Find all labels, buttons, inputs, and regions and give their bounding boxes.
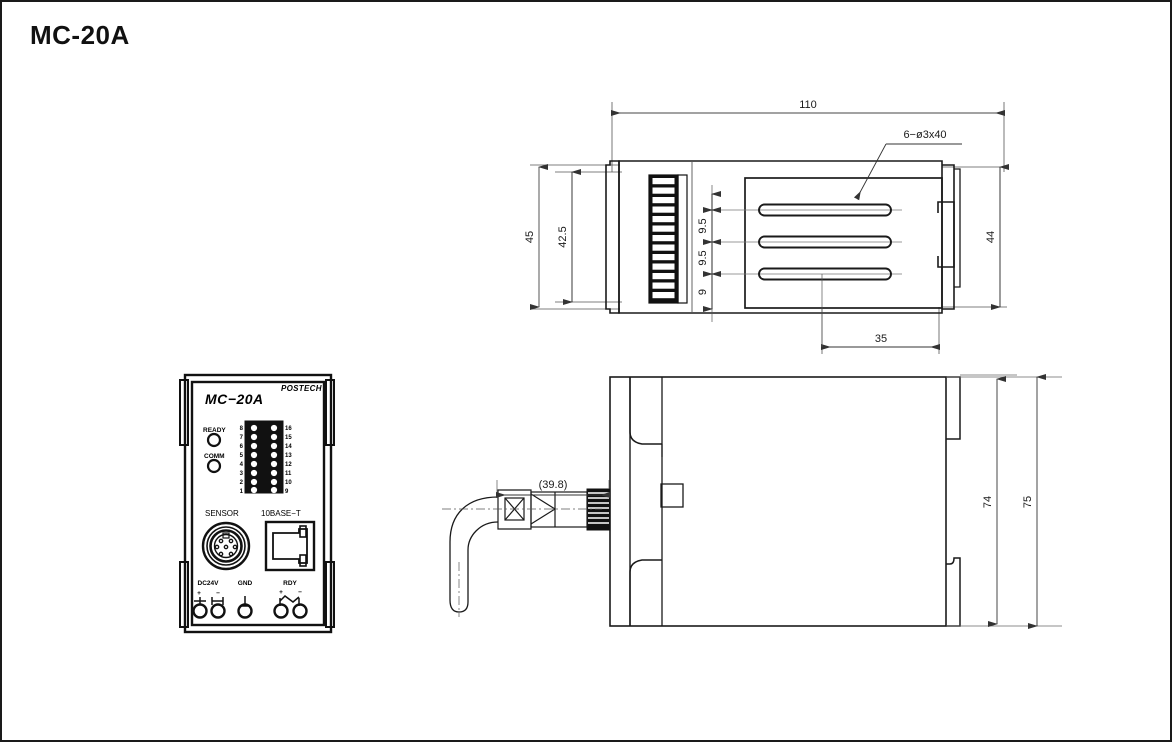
dim-label-pitch-1: 9.5 — [697, 218, 709, 233]
dim-label-110: 110 — [799, 99, 817, 111]
connector-knurled-nut — [586, 488, 611, 531]
slot-callout: 6−ø3x40 — [853, 129, 962, 201]
side-view-profile-top-curve — [629, 377, 662, 445]
dim-overall-height: 75 — [1022, 374, 1046, 629]
terminal-label-gnd: GND — [238, 580, 253, 587]
side-view-profile-bottom-curve — [629, 559, 662, 626]
sensor-connector[interactable] — [201, 521, 251, 571]
ethernet-rj45-connector[interactable] — [264, 520, 316, 572]
svg-text:14: 14 — [285, 444, 292, 450]
connector-cable — [449, 496, 499, 613]
svg-text:5: 5 — [240, 453, 244, 459]
top-view-group: 110 45 42.5 44 — [524, 99, 1009, 354]
page-title: MC-20A — [30, 20, 130, 50]
dim-body-height: 74 — [982, 376, 1006, 627]
dim-slot-pitch-chain: 9.5 9.5 9 — [697, 185, 721, 322]
top-view-body-outline — [618, 160, 943, 314]
svg-text:4: 4 — [240, 462, 244, 468]
svg-text:13: 13 — [285, 453, 292, 459]
dim-overall-length: 110 — [611, 99, 1005, 116]
status-led-label-ready: READY — [203, 427, 226, 434]
terminal-label-dc24v: DC24V — [198, 580, 220, 587]
front-panel-outer-plate — [183, 373, 333, 634]
side-view-extension-lines — [946, 374, 1062, 627]
io-led-right-numbers: 16 15 14 13 12 11 10 9 — [285, 426, 292, 495]
terminal-mark-rdy-minus: − — [298, 589, 302, 596]
dim-label-44: 44 — [985, 231, 997, 243]
dim-body-width-right: 44 — [985, 164, 1009, 310]
side-view-boss — [660, 483, 684, 508]
status-led-label-comm: COMM — [204, 453, 225, 460]
io-led-left-numbers: 8 7 6 5 4 3 2 1 — [240, 426, 244, 495]
top-view-left-flange — [605, 160, 620, 314]
front-panel-brand-label: POSTECH — [281, 384, 322, 393]
ethernet-connector-label: 10BASE−T — [261, 509, 301, 518]
dim-label-35: 35 — [875, 333, 887, 345]
mounting-slots — [758, 203, 892, 281]
io-led-indicators — [250, 424, 278, 494]
dim-slot-offset: 35 — [821, 274, 940, 350]
terminal-label-rdy: RDY — [283, 580, 297, 587]
front-panel-inner-plate — [190, 380, 326, 627]
dim-label-pitch-3: 9 — [697, 289, 709, 295]
slot-centerlines — [709, 209, 902, 275]
top-view-right-connector-block — [937, 201, 955, 268]
dim-overall-width: 45 — [524, 164, 548, 310]
dim-label-74: 74 — [982, 496, 994, 508]
svg-text:15: 15 — [285, 435, 292, 441]
side-view-tab-top — [946, 376, 961, 440]
top-view-slot-panel — [744, 177, 943, 309]
terminal-mark-dc24v-plus: + — [197, 590, 201, 597]
terminal-mark-rdy-plus: + — [279, 589, 283, 596]
connector-centerline — [442, 508, 602, 617]
dim-label-42-5: 42.5 — [557, 226, 569, 247]
connector-strain-relief — [497, 489, 532, 530]
svg-text:10: 10 — [285, 480, 292, 486]
side-view-group: (39.8) 74 75 — [442, 374, 1062, 629]
io-led-block — [244, 420, 284, 494]
svg-text:11: 11 — [285, 471, 292, 477]
terminal-mark-dc24v-minus: − — [216, 590, 220, 597]
dim-label-slot-callout: 6−ø3x40 — [903, 129, 946, 141]
top-view-right-flange — [942, 164, 955, 310]
front-panel-model-label: MC−20A — [205, 391, 264, 407]
svg-text:12: 12 — [285, 462, 292, 468]
svg-text:1: 1 — [240, 489, 244, 495]
top-view-right-tab — [954, 168, 961, 288]
svg-text:9: 9 — [285, 489, 289, 495]
status-led-ready — [206, 432, 222, 448]
dim-label-pitch-2: 9.5 — [697, 250, 709, 265]
side-view-tab-bottom — [946, 557, 961, 627]
dim-label-75: 75 — [1022, 496, 1034, 508]
terminal-screws[interactable] — [192, 603, 308, 619]
ventilation-grille — [648, 174, 688, 304]
dim-label-39-8: (39.8) — [539, 479, 568, 491]
svg-text:8: 8 — [240, 426, 244, 432]
sensor-connector-label: SENSOR — [205, 509, 239, 518]
svg-text:2: 2 — [240, 480, 244, 486]
dim-inner-width: 42.5 — [557, 169, 581, 305]
front-panel-group: MC−20A POSTECH READY COMM 8 7 — [179, 373, 335, 634]
svg-text:3: 3 — [240, 471, 244, 477]
connector-barrel — [530, 491, 588, 528]
svg-text:16: 16 — [285, 426, 292, 432]
status-led-comm — [206, 458, 222, 474]
svg-text:7: 7 — [240, 435, 244, 441]
dim-connector-length: (39.8) — [496, 479, 610, 498]
svg-text:6: 6 — [240, 444, 244, 450]
dim-label-45: 45 — [524, 231, 536, 243]
